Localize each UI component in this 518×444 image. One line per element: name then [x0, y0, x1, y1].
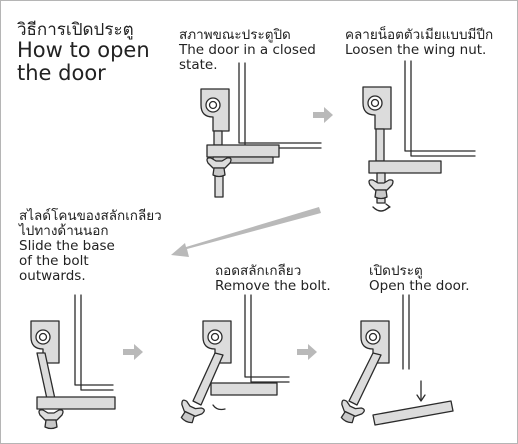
step-5-english-line-1: Open the door.: [369, 278, 470, 295]
step-3-english-line-2: of the bolt: [19, 253, 89, 270]
step-2-thai: คลายน็อตตัวเมียแบบมีปีก: [345, 27, 494, 43]
remove-bolt-illustration: [174, 294, 290, 428]
right-arrow-icon: [123, 344, 143, 360]
step-3-thai-line-1: สไลด์โคนของสลักเกลียว: [19, 208, 162, 224]
big-diagonal-arrow-icon: [171, 207, 321, 257]
right-arrow-icon: [313, 107, 333, 123]
step-3-thai-line-2: ไปทางด้านนอก: [19, 223, 109, 240]
page-title: วิธีการเปิดประตู How to open the door: [17, 21, 157, 85]
step-3-english-line-1: Slide the base: [19, 238, 115, 255]
step-4-english-line-1: Remove the bolt.: [215, 278, 331, 295]
door-closed-illustration: [200, 62, 322, 198]
step-5-thai: เปิดประตู: [369, 263, 423, 279]
step-2-caption: คลายน็อตตัวเมียแบบมีปีก Loosen the wing …: [345, 27, 494, 59]
step-3-caption: สไลด์โคนของสลักเกลียว ไปทางด้านนอก Slide…: [19, 208, 162, 285]
step-4-caption: ถอดสลักเกลียว Remove the bolt.: [215, 263, 331, 295]
right-arrow-icon: [297, 344, 317, 360]
step-1-caption: สภาพขณะประตูปิด The door in a closed sta…: [179, 27, 316, 74]
loosen-wing-nut-illustration: [362, 60, 476, 212]
open-door-illustration: [334, 294, 454, 428]
step-1-thai: สภาพขณะประตูปิด: [179, 27, 291, 43]
step-1-english-line-1: The door in a closed: [179, 42, 316, 59]
step-5-caption: เปิดประตู Open the door.: [369, 263, 470, 295]
title-english: How to open the door: [17, 38, 150, 86]
slide-bolt-illustration: [30, 294, 116, 430]
title-thai: วิธีการเปิดประตู: [17, 20, 134, 40]
step-3-english-line-3: outwards.: [19, 268, 86, 285]
step-2-english-line-1: Loosen the wing nut.: [345, 42, 487, 59]
step-1-english-line-2: state.: [179, 57, 218, 74]
step-4-thai: ถอดสลักเกลียว: [215, 263, 302, 279]
